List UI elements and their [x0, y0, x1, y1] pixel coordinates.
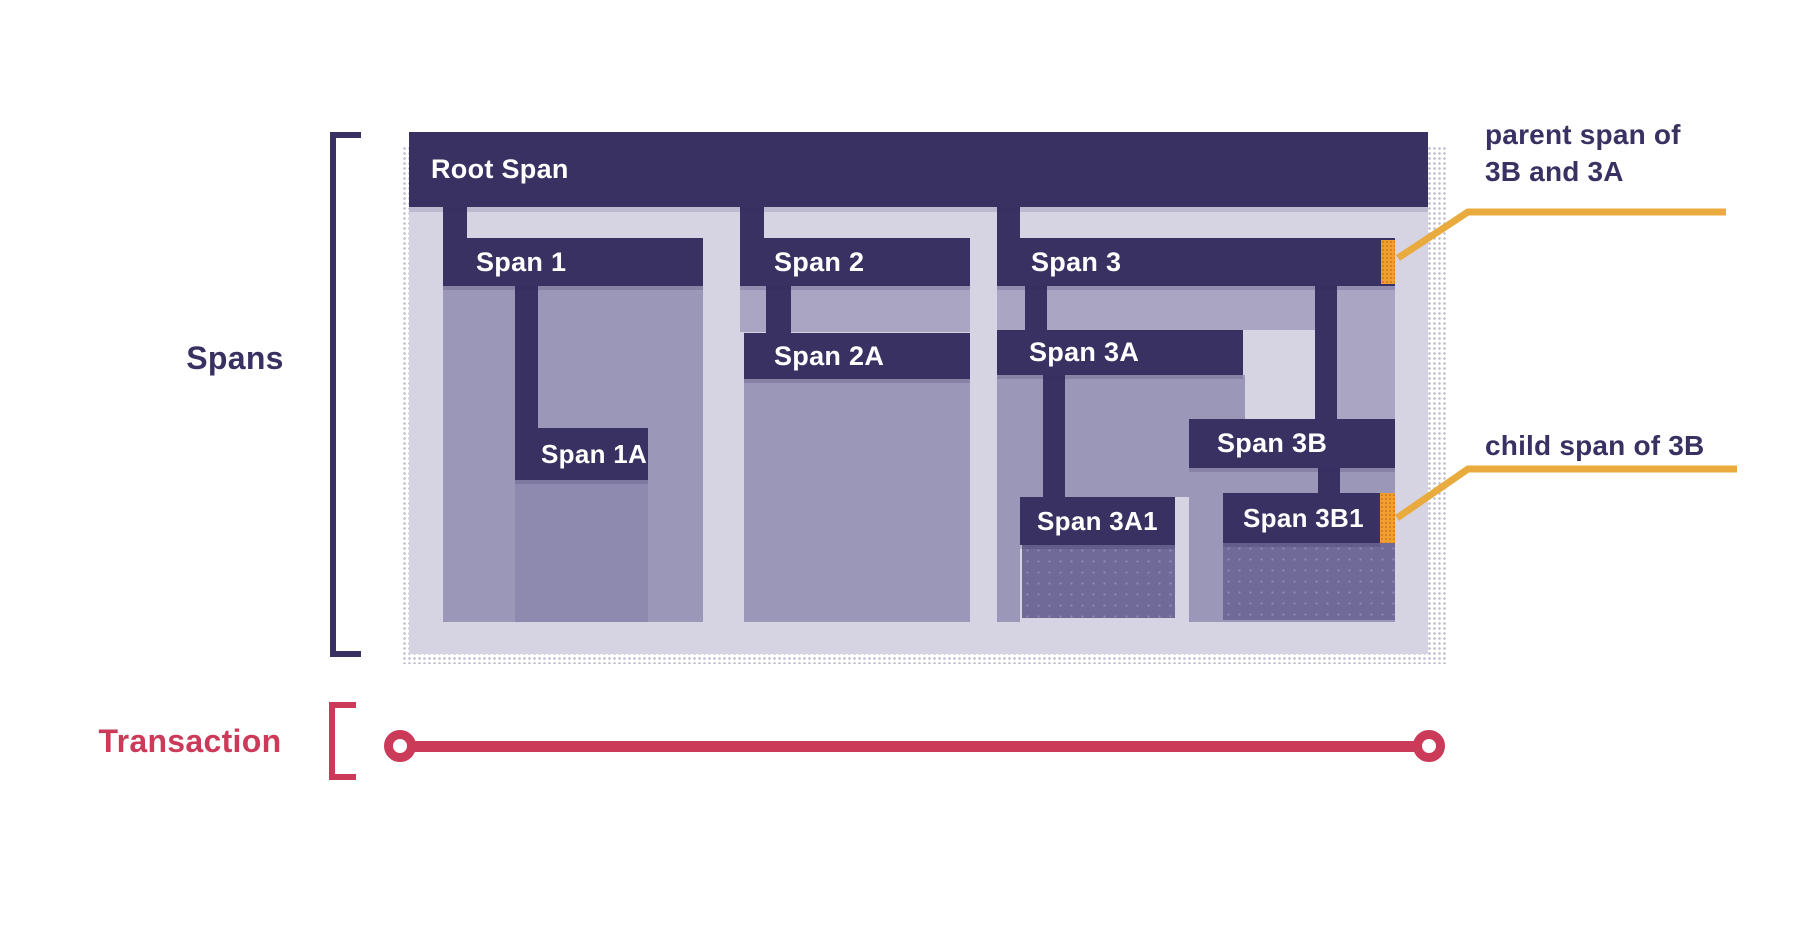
span-bar-span-1a-label: Span 1A: [541, 438, 648, 469]
span-bar-span-3b-label: Span 3B: [1217, 428, 1328, 458]
span-bar-span-3-label: Span 3: [1031, 246, 1122, 277]
span-3a1-duration-body: [1022, 545, 1175, 618]
transaction-timeline: [412, 741, 1419, 752]
span-bar-span-3a-label: Span 3A: [1029, 337, 1140, 367]
span-bar-root-label: Root Span: [431, 154, 569, 184]
annotation-parent-span: parent span of 3B and 3A: [1485, 116, 1681, 190]
span-bar-root: Root Span: [409, 132, 1428, 207]
span-3-duration-body: [997, 286, 1315, 330]
connector-span-3-to-span-3b: [1315, 286, 1337, 420]
highlight-tab-parent-span: [1381, 240, 1395, 284]
spans-section-label: Spans: [186, 340, 284, 376]
span-3-duration-body-right: [1337, 286, 1395, 419]
span-bar-span-3b1: Span 3B1: [1223, 493, 1380, 543]
annotation-parent-line1: parent span of: [1485, 119, 1681, 150]
span-bar-span-1-label: Span 1: [476, 246, 567, 277]
annotation-parent-line2: 3B and 3A: [1485, 156, 1624, 187]
span-bar-span-3a1-label: Span 3A1: [1037, 505, 1158, 536]
connector-span-3b-to-span-3b1: [1318, 468, 1340, 494]
span-bar-span-2-label: Span 2: [774, 246, 865, 277]
transaction-end-dot: [1413, 730, 1445, 762]
span-bar-span-1: Span 1: [443, 238, 703, 286]
span-bar-span-3b: Span 3B: [1189, 419, 1395, 468]
connector-span-2-to-span-2a: [766, 286, 791, 333]
span-bar-span-1a: Span 1A: [515, 428, 648, 480]
connector-root-to-span-3: [997, 207, 1020, 239]
span-bar-span-3b1-label: Span 3B1: [1243, 502, 1364, 533]
span-1a-duration-body: [515, 480, 648, 622]
span-bar-span-3a1: Span 3A1: [1020, 497, 1175, 545]
span-2a-duration-body: [744, 379, 970, 622]
span-3a-duration-body-left: [997, 497, 1020, 622]
connector-span-3-to-span-3a: [1025, 286, 1047, 331]
span-bar-span-2a-label: Span 2A: [774, 340, 885, 371]
connector-span-1-to-span-1a: [515, 286, 538, 429]
connector-root-to-span-2: [740, 207, 764, 239]
span-bar-span-2a: Span 2A: [744, 333, 970, 379]
span-3b1-duration-body: [1223, 543, 1395, 620]
callout-line-parent: [1396, 208, 1726, 261]
span-bar-span-2: Span 2: [740, 238, 970, 286]
transaction-start-dot: [384, 730, 416, 762]
connector-root-to-span-1: [443, 207, 467, 239]
callout-line-child: [1395, 465, 1737, 521]
connector-span-3a-to-span-3a1: [1043, 375, 1065, 498]
transaction-section-label: Transaction: [98, 723, 282, 759]
span-bar-span-3: Span 3: [997, 238, 1395, 286]
annotation-child-span: child span of 3B: [1485, 427, 1704, 464]
transaction-bracket: [329, 702, 356, 780]
annotation-child-text: child span of 3B: [1485, 430, 1705, 461]
highlight-tab-child-span: [1380, 493, 1395, 543]
spans-bracket: [330, 132, 361, 657]
span-bar-span-3a: Span 3A: [997, 330, 1243, 375]
